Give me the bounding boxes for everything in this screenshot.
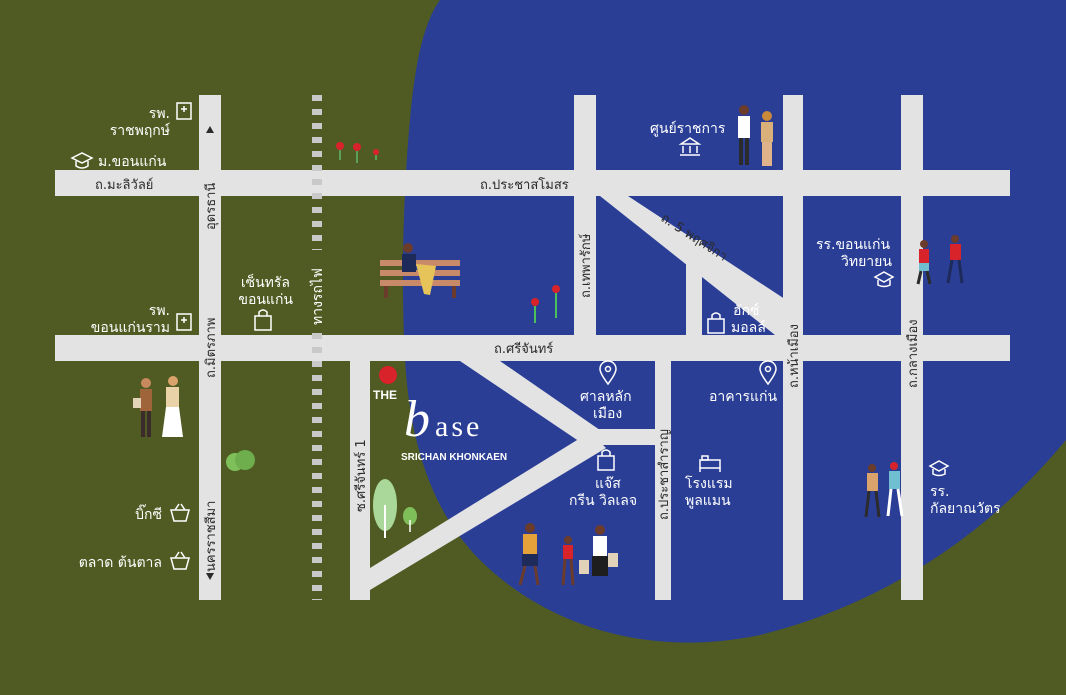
brand-b: b [404, 391, 430, 448]
label-central-2: ขอนแก่น [238, 292, 293, 308]
hotel-bed-icon [699, 455, 721, 472]
label-city-pillar-2: เมือง [593, 406, 622, 422]
brand-ase: ase [435, 410, 482, 443]
road-label-railway: ทางรถไฟ [309, 268, 326, 325]
graduation-cap-icon [70, 152, 94, 169]
basket-icon [170, 503, 190, 522]
label-huk-mall-1: ฮักซ์ [733, 302, 760, 319]
road-mitraphap [199, 95, 221, 600]
arrow-down-icon [206, 573, 214, 580]
government-building-icon [678, 137, 702, 156]
students-illustration [916, 235, 964, 285]
road-diagonal-north [460, 361, 610, 450]
brand-dot [379, 366, 397, 384]
label-kanlayanawat-1: รร. [930, 484, 950, 500]
label-khaen-building: อาคารแก่น [709, 389, 778, 405]
label-city-pillar-1: ศาลหลัก [580, 389, 632, 405]
road-soi-srichan1 [350, 361, 370, 600]
road-label-prachasamosorn: ถ.ประชาสโมสร [480, 177, 569, 193]
road-label-srichan: ถ.ศรีจันทร์ [494, 341, 553, 357]
railway-label-bg [308, 250, 326, 330]
road-theparak [574, 95, 596, 335]
road-label-nakhonratchasima: นครราชสีมา [203, 501, 219, 572]
hospital-icon-2 [176, 313, 192, 331]
road-label-udonthani: อุดรธานี [203, 183, 219, 230]
label-jas-green-1: แจ๊ส [595, 476, 621, 492]
road-small-east [590, 429, 660, 445]
shoppers-illustration [518, 523, 618, 586]
students-illustration-2 [864, 462, 904, 518]
walking-couple-illustration [133, 376, 183, 437]
label-khonkaen-univ: ม.ขอนแก่น [98, 154, 167, 170]
tree-illustration [373, 479, 417, 538]
road-network [55, 95, 1010, 600]
road-label-malivan: ถ.มะลิวัลย์ [95, 177, 153, 193]
road-label-klang-mueang: ถ.กลางเมือง [905, 319, 921, 388]
label-bigc: บิ๊กซี [135, 504, 162, 523]
label-jas-green-2: กรีน วิลเลจ [569, 493, 637, 509]
map-pin-icon-2 [759, 360, 777, 386]
hospital-icon [176, 102, 192, 120]
road-5-phruetsaphakhom [600, 196, 803, 335]
road-label-mitraphap: ถ.มิตรภาพ [204, 318, 219, 378]
tulips-illustration [531, 285, 560, 323]
label-kanlayanawat-2: กัลยาณวัตร [930, 501, 1001, 517]
people-couple-illustration [738, 105, 773, 166]
brand-subtitle: SRICHAN KHONKAEN [401, 452, 507, 463]
bush-illustration [226, 450, 255, 471]
label-pullman-2: พูลแมน [685, 493, 731, 509]
label-khonkaen-ram-2: ขอนแก่นราม [91, 320, 170, 336]
road-pracha-samran [655, 361, 671, 600]
road-label-theparak: ถ.เทพารักษ์ [578, 233, 594, 298]
water-area [402, 0, 1066, 643]
label-pullman-1: โรงแรม [685, 475, 733, 492]
label-rajaphruek-1: รพ. [149, 106, 170, 122]
shopping-bag-icon-2 [707, 312, 725, 334]
basket-icon-2 [170, 551, 190, 570]
label-khonkaen-ram-1: รพ. [149, 303, 170, 319]
flowers-illustration [336, 142, 379, 163]
arrow-up-icon [206, 126, 214, 133]
shopping-bag-icon [254, 309, 272, 331]
shopping-bag-icon-3 [597, 449, 615, 471]
graduation-cap-icon-3 [928, 460, 950, 477]
brand-the: THE [373, 388, 397, 402]
road-label-na-mueang: ถ.หน้าเมือง [786, 324, 802, 388]
road-diagonal-south [370, 432, 606, 590]
label-government-center: ศูนย์ราชการ [650, 120, 726, 137]
label-school-witthayayon-2: วิทยายน [841, 254, 892, 270]
label-central-1: เซ็นทรัล [241, 273, 290, 291]
road-klang-mueang [901, 95, 923, 600]
map-pin-icon [599, 360, 617, 386]
label-school-witthayayon-1: รร.ขอนแก่น [816, 237, 891, 253]
label-rajaphruek-2: ราชพฤกษ์ [110, 122, 171, 139]
road-na-mueang [783, 95, 803, 600]
road-label-pracha-samran: ถ.ประชาสำราญ [657, 429, 672, 520]
road-label-soi-srichan1: ซ.ศรีจันทร์ 1 [353, 439, 369, 512]
graduation-cap-icon-2 [873, 271, 895, 288]
park-bench-illustration [380, 243, 460, 298]
label-huk-mall-2: มอลล์ [731, 319, 766, 336]
label-tontan: ตลาด ต้นตาล [79, 555, 162, 571]
